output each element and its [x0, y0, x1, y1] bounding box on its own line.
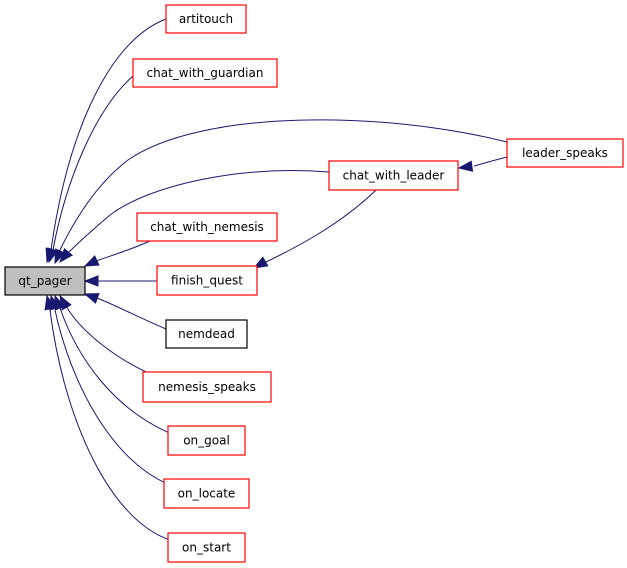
edge-arrowhead	[54, 248, 66, 265]
node-label: on_start	[182, 541, 231, 555]
node-leader_speaks[interactable]: leader_speaks	[506, 138, 624, 168]
node-label: finish_quest	[171, 274, 243, 288]
node-box	[163, 478, 250, 509]
edge-line	[96, 297, 167, 330]
node-chat_with_guardian[interactable]: chat_with_guardian	[132, 58, 278, 88]
node-box	[165, 4, 247, 34]
edge-chat_with_leader-to-finish_quest	[252, 189, 377, 269]
edge-arrowhead	[83, 255, 100, 267]
edge-chat_with_leader-to-qt_pager	[59, 170, 330, 264]
node-box	[132, 58, 278, 88]
node-box	[4, 266, 86, 296]
node-nemdead[interactable]: nemdead	[165, 319, 248, 349]
edge-line	[66, 170, 330, 255]
nodes-layer: qt_pager artitouch chat_with_guardianleade…	[4, 4, 624, 563]
edge-line	[58, 119, 508, 253]
edge-line	[49, 309, 171, 541]
edge-on_goal-to-qt_pager	[54, 294, 173, 435]
node-label: artitouch	[179, 12, 233, 26]
edge-line	[265, 189, 377, 263]
node-label: chat_with_guardian	[147, 66, 264, 80]
node-qt_pager[interactable]: qt_pager	[4, 266, 86, 296]
node-chat_with_leader[interactable]: chat_with_leader	[328, 160, 459, 191]
node-nemesis_speaks[interactable]: nemesis_speaks	[142, 371, 272, 403]
edge-line	[473, 156, 508, 167]
node-label: chat_with_nemesis	[150, 220, 264, 234]
edge-arrowhead	[252, 256, 269, 269]
edge-arrowhead	[59, 247, 74, 264]
node-label: on_goal	[183, 434, 230, 448]
edge-nemesis_speaks-to-qt_pager	[59, 294, 161, 379]
node-box	[156, 265, 258, 296]
node-on_goal[interactable]: on_goal	[167, 425, 246, 456]
node-box	[136, 212, 278, 242]
edge-arrowhead	[457, 160, 474, 172]
edge-nemdead-to-qt_pager	[83, 293, 167, 330]
node-chat_with_nemesis[interactable]: chat_with_nemesis	[136, 212, 278, 242]
edge-on_start-to-qt_pager	[44, 294, 171, 541]
edge-line	[65, 305, 161, 379]
node-box	[165, 319, 248, 349]
node-label: nemdead	[178, 327, 235, 341]
node-label: qt_pager	[18, 274, 71, 288]
edge-line	[54, 309, 171, 486]
node-box	[506, 138, 624, 168]
edge-leader_speaks-to-qt_pager	[54, 119, 508, 265]
node-on_locate[interactable]: on_locate	[163, 478, 250, 509]
node-box	[167, 425, 246, 456]
edge-line	[52, 75, 134, 251]
edge-leader_speaks-to-chat_with_leader	[457, 156, 508, 172]
node-label: chat_with_leader	[343, 169, 445, 183]
edge-line	[50, 18, 167, 251]
node-finish_quest[interactable]: finish_quest	[156, 265, 258, 296]
node-artitouch[interactable]: artitouch	[165, 4, 247, 34]
node-label: on_locate	[178, 487, 236, 501]
edge-arrowhead	[44, 294, 56, 311]
edge-arrowhead	[83, 293, 100, 304]
node-box	[328, 160, 459, 191]
node-label: nemesis_speaks	[158, 380, 256, 394]
edge-finish_quest-to-qt_pager	[83, 275, 157, 287]
edges-layer	[44, 18, 508, 541]
node-box	[167, 532, 246, 563]
edge-arrowhead	[83, 275, 99, 287]
node-box	[142, 371, 272, 403]
node-label: leader_speaks	[522, 146, 608, 160]
edge-line	[59, 307, 173, 435]
node-on_start[interactable]: on_start	[167, 532, 246, 563]
edge-line	[95, 240, 151, 262]
edge-chat_with_nemesis-to-qt_pager	[83, 240, 151, 267]
